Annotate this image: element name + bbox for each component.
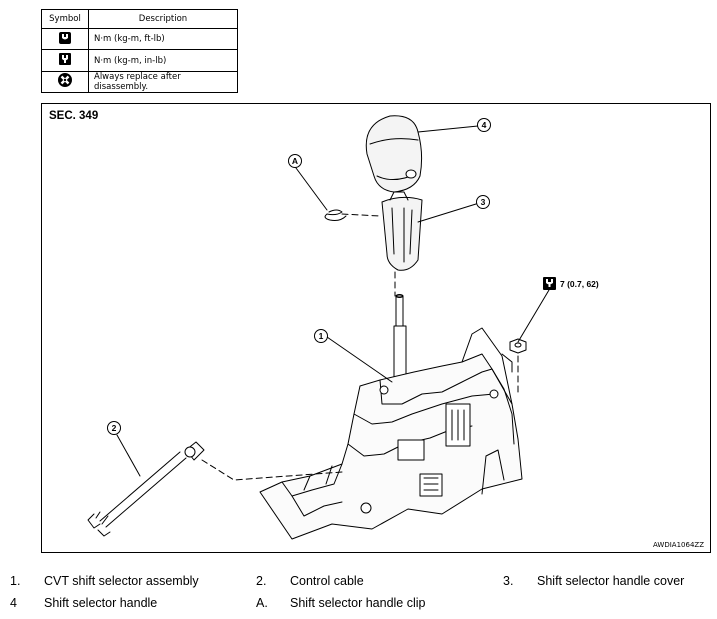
cvt-shift-selector-assembly (259, 327, 523, 540)
callout-a-label: A (292, 156, 298, 166)
callout-2-label: 2 (112, 423, 117, 433)
legend-header-row: Symbol Description (41, 8, 238, 30)
part-name: Shift selector handle clip (290, 596, 426, 610)
part-name: Shift selector handle cover (537, 574, 685, 588)
shift-selector-handle-cover (381, 191, 423, 271)
legend-header-symbol: Symbol (41, 8, 89, 30)
callout-2-circle (107, 421, 121, 435)
section-label: SEC. 349 (49, 110, 99, 122)
torque-in-lb-icon (59, 53, 71, 66)
legend-header-description: Description (88, 8, 238, 30)
shift-selector-handle (365, 115, 423, 193)
callout-3-label: 3 (481, 197, 486, 207)
callout-4-circle (477, 118, 491, 132)
callout-4-label: 4 (482, 120, 487, 130)
callout-1-label: 1 (319, 331, 324, 341)
part-name: CVT shift selector assembly (44, 574, 199, 588)
part-name: Control cable (290, 574, 364, 588)
legend-row: N·m (kg-m, ft-lb) (41, 28, 238, 51)
legend-row-description: Always replace after disassembly. (88, 70, 238, 94)
callout-3-circle (476, 195, 490, 209)
legend-row: Always replace after disassembly. (41, 70, 238, 94)
part-number: 3. (503, 574, 514, 588)
callout-1-circle (314, 329, 328, 343)
figure-code: AWDIA1064ZZ (653, 541, 704, 549)
always-replace-icon (58, 73, 72, 88)
part-number: 2. (256, 574, 267, 588)
part-number: 4 (10, 596, 17, 610)
part-name: Shift selector handle (44, 596, 158, 610)
handle-clip (324, 209, 347, 221)
legend-row: N·m (kg-m, in-lb) (41, 49, 238, 72)
torque-in-lb-icon (543, 277, 556, 290)
legend-row-description: N·m (kg-m, in-lb) (88, 49, 238, 72)
legend-row-description: N·m (kg-m, ft-lb) (88, 28, 238, 51)
symbol-legend-table: Symbol Description N·m (kg-m, ft-lb) N·m… (41, 8, 238, 94)
exploded-view-diagram: 4 3 A 1 2 7 (0.7, 62) SEC. 349 AWDIA1064… (41, 103, 711, 553)
torque-ft-lb-icon (59, 31, 71, 44)
part-number: A. (256, 596, 268, 610)
part-number: 1. (10, 574, 21, 588)
nut (509, 338, 527, 354)
shift-selector-drawing: 4 3 A 1 2 7 (0.7, 62) (87, 115, 599, 540)
control-cable (87, 441, 205, 537)
leader-lines (116, 125, 550, 477)
torque-spec-label: 7 (0.7, 62) (560, 279, 599, 289)
assembly-guide-lines (201, 213, 519, 481)
callout-a-circle (288, 154, 302, 168)
